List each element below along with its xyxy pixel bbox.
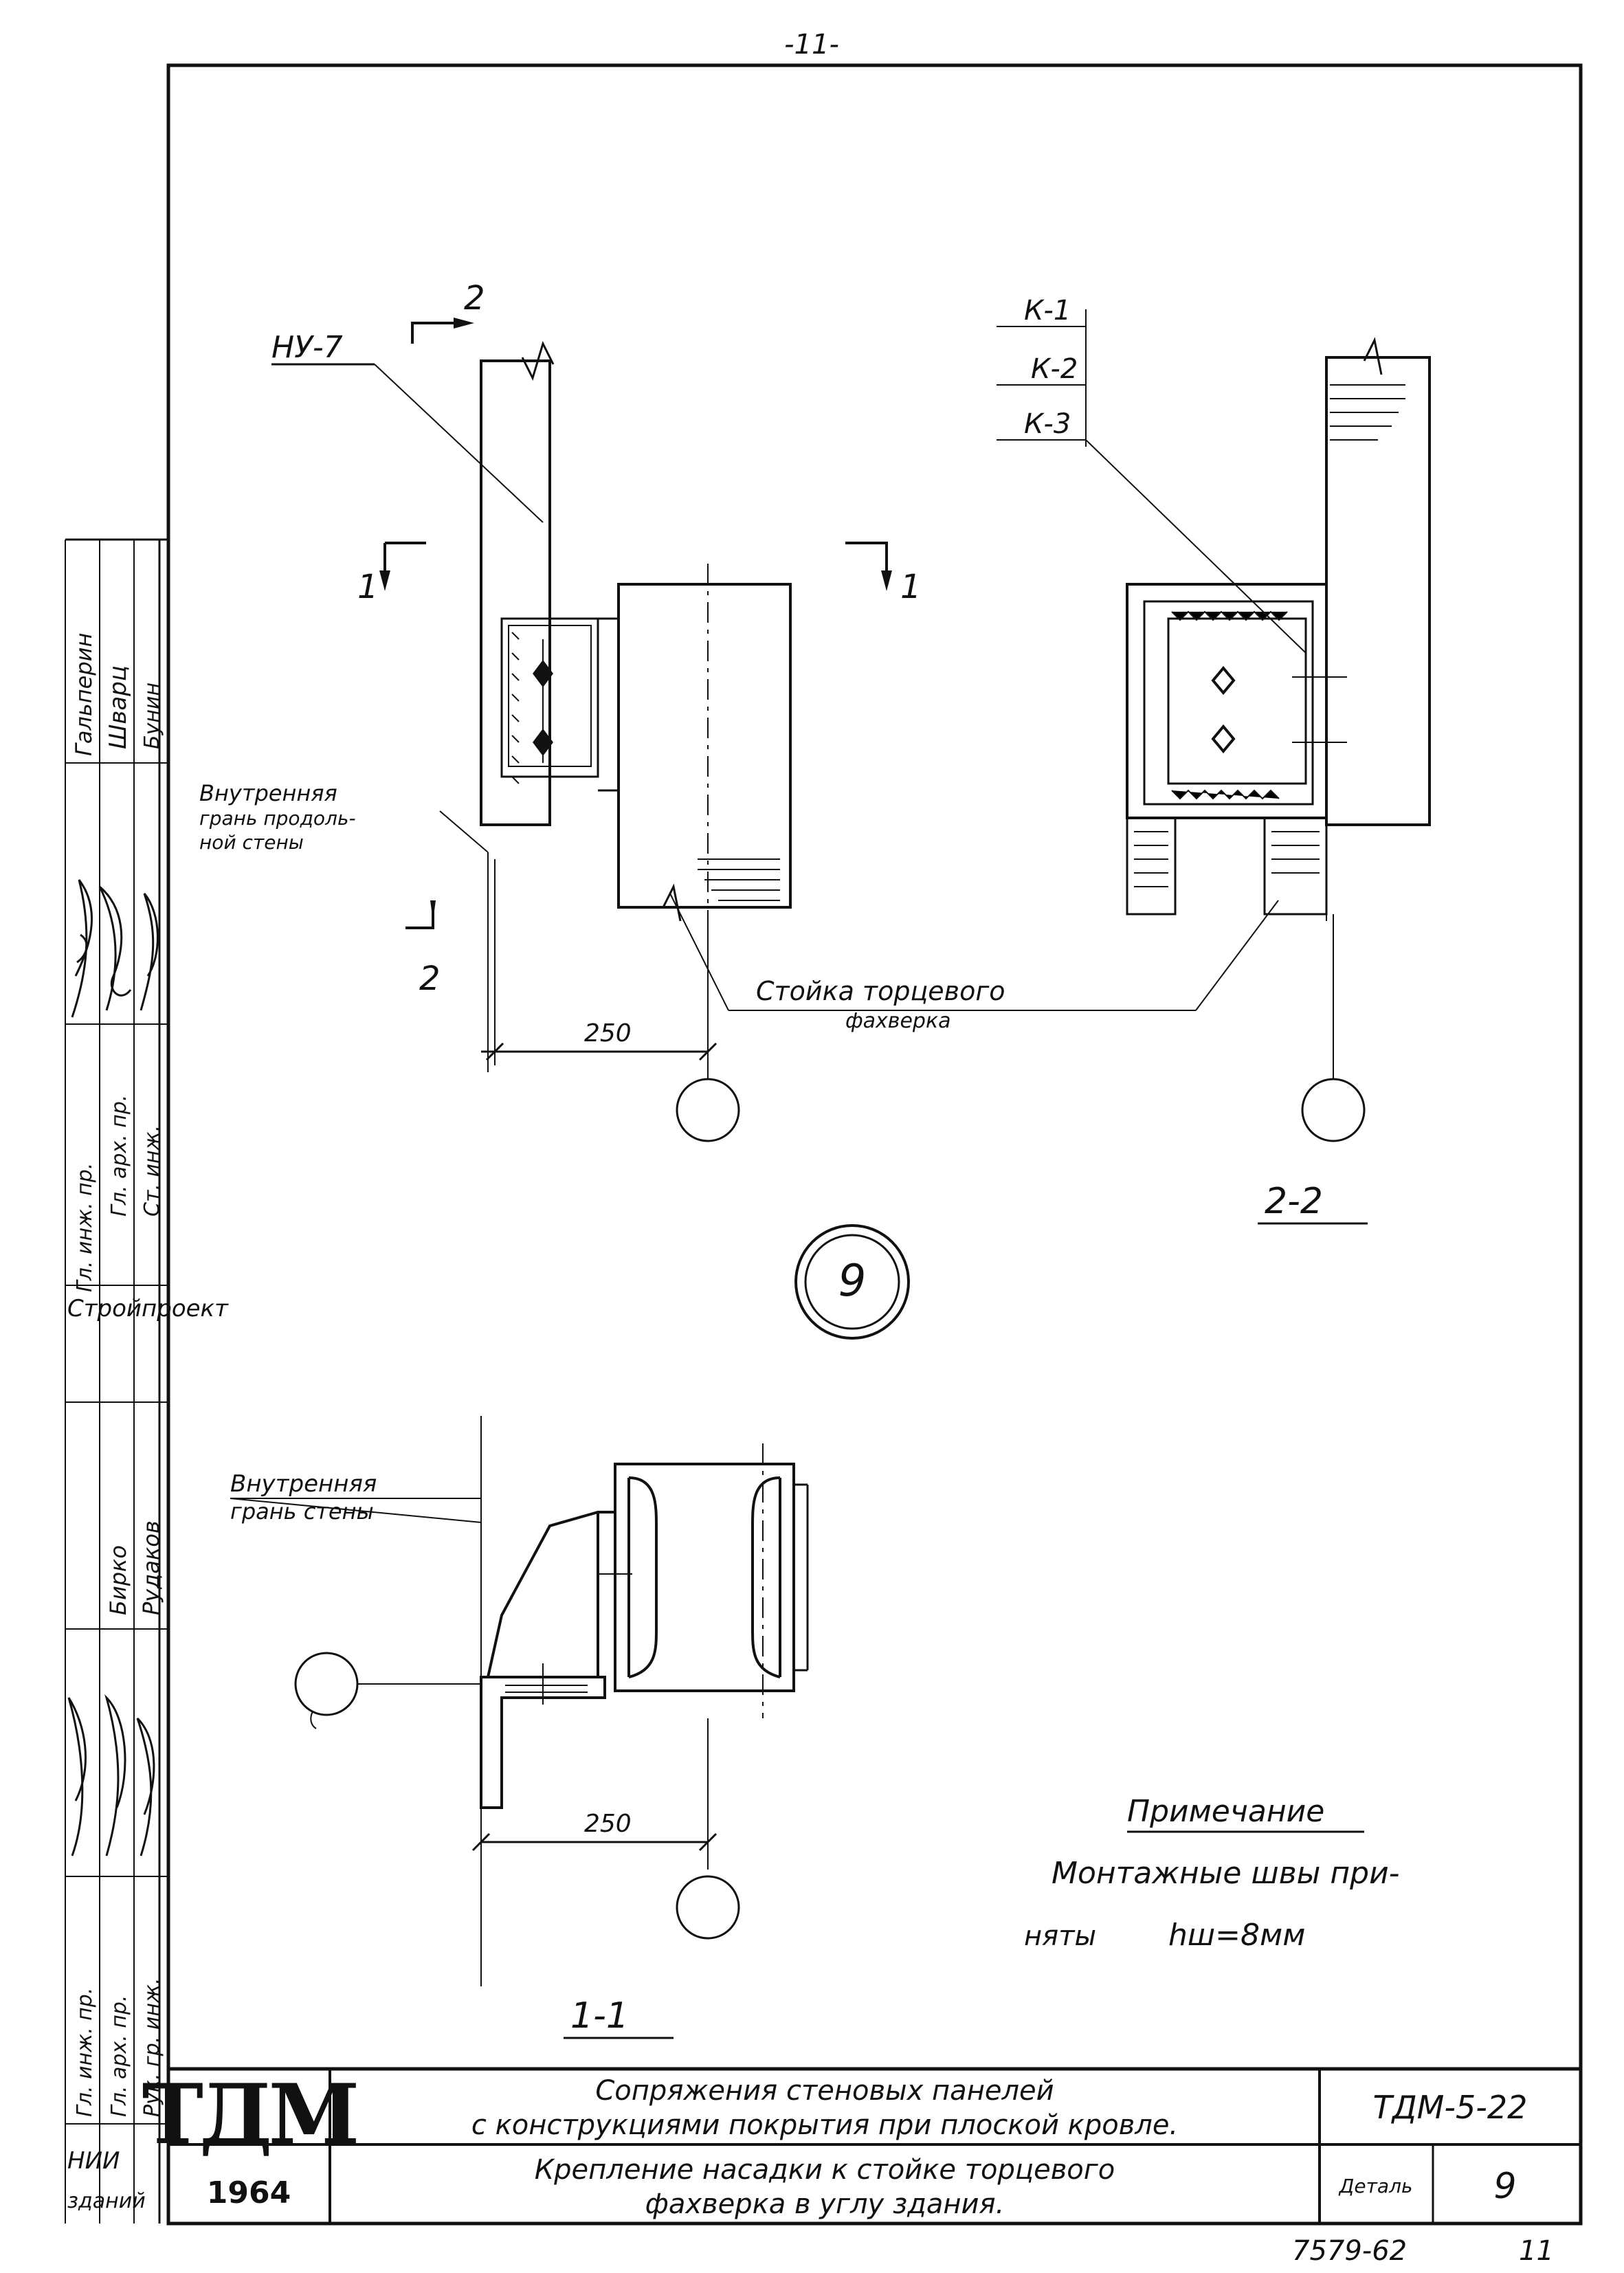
stamp-name-2: Шварц bbox=[104, 665, 132, 749]
signature-4 bbox=[67, 1697, 87, 1856]
label-inner-face-1: Внутренняя bbox=[199, 780, 337, 806]
detail-marker: 9 bbox=[794, 1224, 910, 1340]
label-inner-face-3: ной стены bbox=[199, 831, 304, 854]
project-code: ТДМ bbox=[142, 2066, 357, 2163]
label-inner-face-wall-2: грань стены bbox=[230, 1498, 374, 1524]
note-line-1: Монтажные швы при- bbox=[1052, 1856, 1400, 1891]
view-section-1-1: Внутренняя грань стены 250 1-1 bbox=[230, 1416, 809, 2039]
stamp-role-6: Рук. гр. инж. bbox=[140, 1977, 164, 2117]
title-block: ТДМ 1964 Сопряжения стеновых панелей с к… bbox=[142, 2066, 1581, 2224]
year: 1964 bbox=[207, 2175, 291, 2210]
stamp-name-5: Рудаков bbox=[138, 1520, 164, 1615]
view-section-2-2: К-1 К-2 К-3 2-2 bbox=[997, 295, 1431, 1225]
signature-3 bbox=[140, 893, 159, 1011]
note-title: Примечание bbox=[1127, 1794, 1324, 1829]
stamp-name-1: Гальперин bbox=[71, 633, 97, 756]
note-line-2-prefix: няты bbox=[1024, 1920, 1096, 1952]
subtitle-line-1: Крепление насадки к стойке торцевого bbox=[535, 2154, 1115, 2186]
side-stamp: Гл. инж. пр. Гл. арх. пр. Ст. инж. Гл. и… bbox=[65, 538, 229, 2224]
axis-circle-bottom-left bbox=[294, 1652, 359, 1716]
detail-marker-number: 9 bbox=[838, 1256, 867, 1307]
label-inner-face-wall-1: Внутренняя bbox=[230, 1470, 377, 1498]
stamp-role-5: Гл. арх. пр. bbox=[107, 1995, 131, 2117]
series-code: ТДМ-5-22 bbox=[1373, 2089, 1528, 2126]
label-k1: К-1 bbox=[1024, 295, 1071, 326]
section-mark-2-top: 2 bbox=[464, 279, 485, 318]
signature-1 bbox=[71, 879, 93, 1018]
stamp-name-3: Бунин bbox=[140, 683, 164, 749]
sheet-border bbox=[166, 63, 1583, 2226]
note-line-2-value: hш=8мм bbox=[1168, 1918, 1305, 1953]
view-top-left: НУ-7 2 2 1 1 Внутренняя грань продоль- н… bbox=[199, 279, 922, 1142]
stamp-org-1: Стройпроект bbox=[67, 1295, 229, 1322]
section-mark-1-left: 1 bbox=[357, 568, 379, 606]
stamp-name-4: Бирко bbox=[105, 1545, 131, 1615]
stamp-role-1: Гл. инж. пр. bbox=[73, 1163, 97, 1292]
subtitle-line-2: фахверка в углу здания. bbox=[645, 2188, 1005, 2220]
note-block: Примечание Монтажные швы при- няты hш=8м… bbox=[1024, 1794, 1400, 1953]
detail-label: Деталь bbox=[1338, 2175, 1413, 2197]
page-number: -11- bbox=[784, 29, 839, 60]
section-2-2-title: 2-2 bbox=[1265, 1181, 1323, 1222]
label-ny7: НУ-7 bbox=[271, 330, 343, 365]
signature-5 bbox=[104, 1694, 126, 1856]
section-1-1-title: 1-1 bbox=[570, 1995, 629, 2037]
axis-circle-bottom-center bbox=[676, 1875, 740, 1940]
stamp-role-3: Ст. инж. bbox=[140, 1125, 164, 1217]
title-line-1: Сопряжения стеновых панелей bbox=[595, 2075, 1054, 2107]
label-end-post-2: фахверка bbox=[845, 1009, 950, 1033]
signature-2 bbox=[98, 885, 132, 1011]
section-mark-1-right: 1 bbox=[900, 568, 922, 606]
dim-top: 250 bbox=[584, 1019, 632, 1047]
dim-bottom: 250 bbox=[584, 1810, 632, 1838]
label-k3: К-3 bbox=[1024, 408, 1071, 440]
axis-circle-top-left bbox=[676, 1078, 740, 1142]
stamp-role-4: Гл. инж. пр. bbox=[73, 1988, 97, 2117]
stamp-role-2: Гл. арх. пр. bbox=[107, 1095, 131, 1217]
axis-circle-top-right bbox=[1301, 1078, 1366, 1142]
label-inner-face-2: грань продоль- bbox=[199, 807, 356, 830]
label-end-post-1: Стойка торцевого bbox=[756, 976, 1005, 1006]
stamp-org-2: НИИ bbox=[67, 2147, 120, 2175]
title-line-2: с конструкциями покрытия при плоской кро… bbox=[471, 2109, 1178, 2141]
label-k2: К-2 bbox=[1031, 353, 1078, 385]
signature-6 bbox=[136, 1717, 155, 1856]
sheet-number: 11 bbox=[1519, 2235, 1554, 2267]
detail-number: 9 bbox=[1493, 2166, 1516, 2207]
section-mark-2-bottom: 2 bbox=[419, 960, 441, 998]
stamp-org-3: зданий bbox=[67, 2189, 146, 2213]
inventory-number: 7579-62 bbox=[1292, 2235, 1407, 2267]
